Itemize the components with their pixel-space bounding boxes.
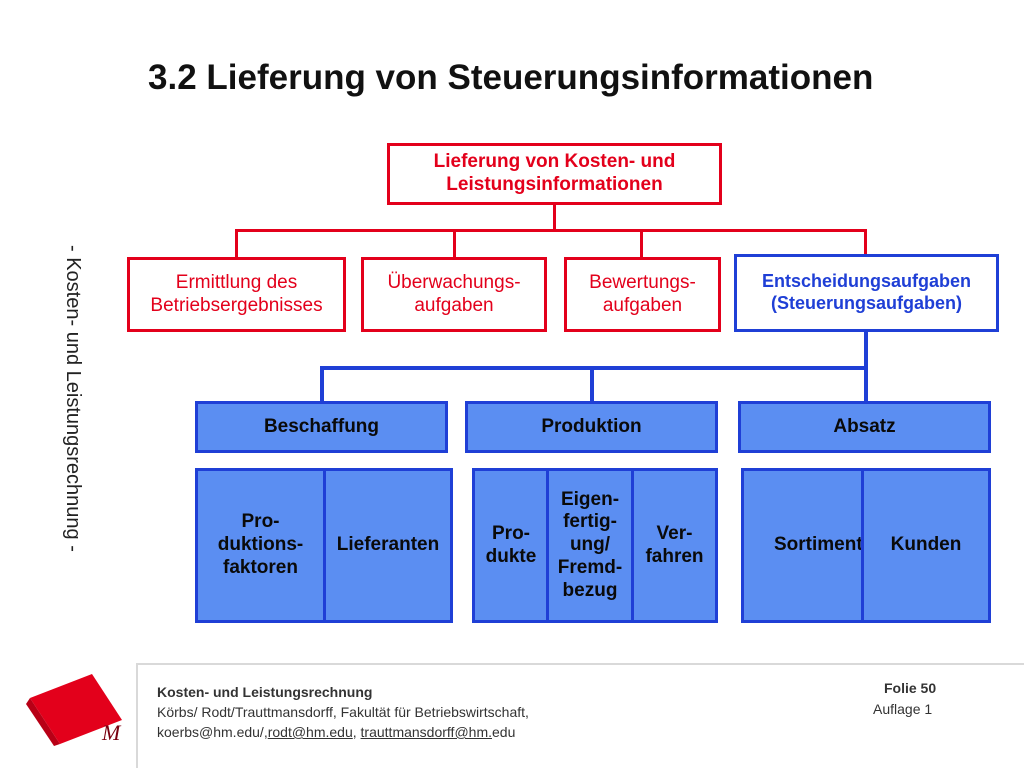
side-label: - Kosten- und Leistungsrechnung -: [62, 244, 84, 552]
item-box-produktionsfaktoren: Pro- duktions- faktoren: [195, 468, 326, 623]
hm-logo-letter: M: [102, 720, 121, 745]
connector: [320, 366, 324, 402]
root-box: Lieferung von Kosten- und Leistungsinfor…: [387, 143, 722, 205]
item-box-produkte: Pro- dukte: [472, 468, 550, 623]
task-box-ueberwachung: Überwachungs- aufgaben: [361, 257, 547, 332]
task-box-entscheidung: Entscheidungsaufgaben (Steuerungsaufgabe…: [734, 254, 999, 332]
area-box-produktion: Produktion: [465, 401, 718, 453]
connector: [864, 332, 868, 368]
area-box-absatz: Absatz: [738, 401, 991, 453]
item-box-verfahren: Ver- fahren: [631, 468, 718, 623]
hm-logo-graphic: [26, 674, 122, 746]
footer-divider: [136, 663, 138, 768]
email-rodt-link[interactable]: rodt@hm.edu: [267, 724, 353, 740]
hm-logo: M: [22, 668, 132, 746]
connector: [864, 229, 867, 257]
area-box-beschaffung: Beschaffung: [195, 401, 448, 453]
item-box-kunden: Kunden: [861, 468, 991, 623]
connector: [453, 229, 456, 257]
email-koerbs: koerbs@hm.edu/,: [157, 724, 268, 740]
slide-number: Folie 50: [884, 680, 937, 696]
slide-title: 3.2 Lieferung von Steuerungsinformatione…: [148, 58, 874, 97]
email-trauttmansdorff-link[interactable]: trauttmansdorff@hm.: [360, 724, 492, 740]
connector: [590, 366, 594, 402]
email-suffix: edu: [492, 724, 516, 740]
sortiment-label: Sortiment: [774, 534, 863, 556]
task-box-bewertung: Bewertungs- aufgaben: [564, 257, 721, 332]
task-box-ermittlung: Ermittlung des Betriebsergebnisses: [127, 257, 346, 332]
footer-authors: Körbs/ Rodt/Trauttmansdorff, Fakultät fü…: [157, 704, 529, 720]
email-separator: ,: [352, 724, 361, 740]
footer-course: Kosten- und Leistungsrechnung: [157, 684, 373, 700]
item-box-lieferanten: Lieferanten: [323, 468, 453, 623]
footer-divider: [136, 663, 1024, 665]
connector: [235, 229, 867, 232]
connector: [553, 205, 556, 231]
connector: [320, 366, 868, 370]
edition-label: Auflage 1: [873, 701, 933, 717]
connector: [864, 366, 868, 402]
connector: [640, 229, 643, 257]
footer-emails: koerbs@hm.edu/,rodt@hm.edu, trauttmansdo…: [157, 724, 515, 740]
item-box-sortiment: Sortiment: [741, 468, 864, 623]
item-box-eigenfertigung: Eigen- fertig- ung/ Fremd- bezug: [546, 468, 634, 623]
connector: [235, 229, 238, 257]
